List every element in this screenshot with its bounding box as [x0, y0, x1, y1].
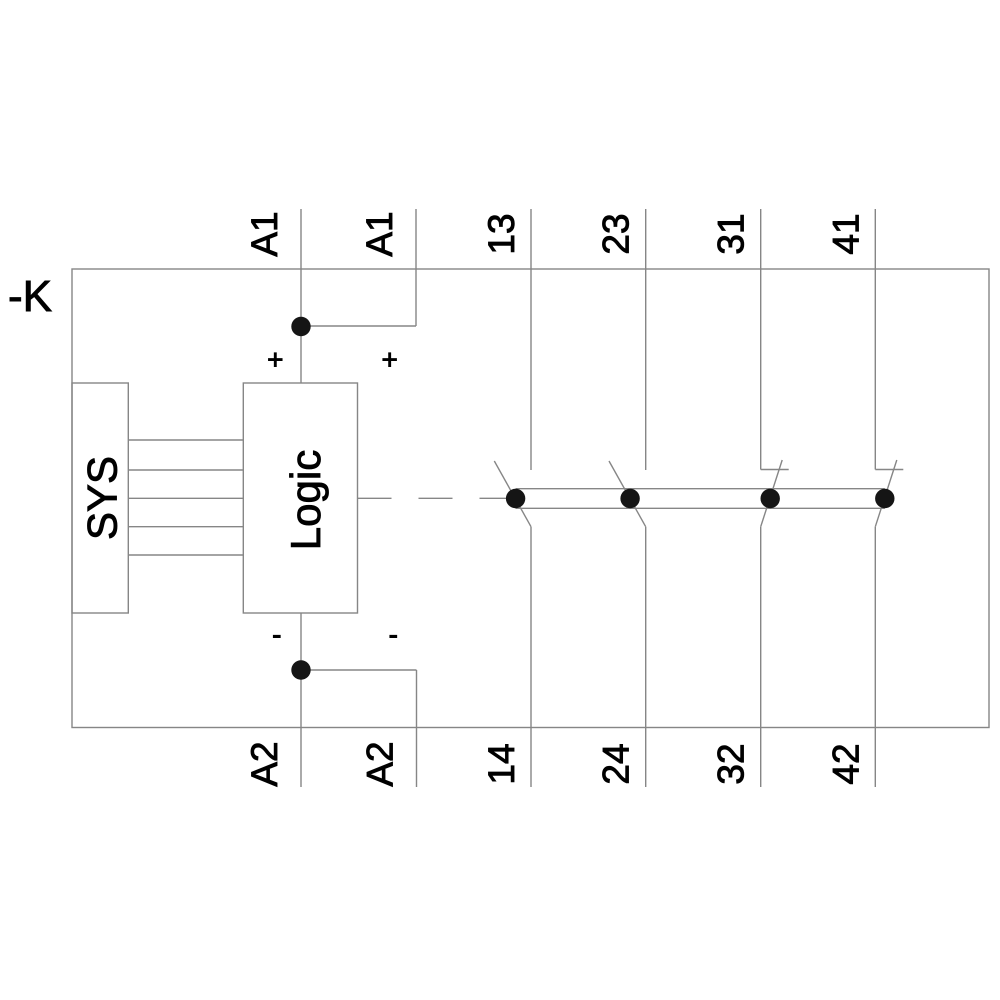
contact-dot-31: [760, 488, 780, 509]
contact-dot-41: [875, 488, 895, 509]
coil-line-a1-right: [301, 209, 417, 327]
polarity-plus-left: +: [267, 344, 283, 375]
terminal-label-13: 13: [481, 213, 522, 254]
terminal-label-23: 23: [596, 213, 637, 254]
terminal-label-a1-right: A1: [359, 211, 400, 256]
junction-dot-a1: [291, 316, 311, 337]
terminal-label-32: 32: [711, 743, 752, 784]
terminal-label-a2-left: A2: [244, 741, 285, 786]
terminal-label-41: 41: [825, 213, 866, 254]
terminal-label-31: 31: [711, 213, 752, 254]
polarity-minus-left: -: [272, 619, 281, 650]
terminal-label-a1-left: A1: [244, 211, 285, 256]
terminal-label-24: 24: [596, 743, 637, 784]
terminal-label-a2-right: A2: [360, 741, 401, 786]
device-designation: -K: [8, 272, 52, 321]
sys-logic-connection-lines: [128, 439, 244, 556]
sys-block-label: SYS: [79, 456, 126, 540]
terminal-label-42: 42: [825, 743, 866, 784]
polarity-plus-right: +: [382, 344, 398, 375]
coil-line-a2-right: [301, 669, 418, 787]
polarity-minus-right: -: [389, 619, 398, 650]
junction-dot-a2: [291, 660, 311, 680]
contact-dot-23: [620, 488, 640, 509]
logic-block-label: Logic: [282, 450, 329, 550]
contact-dot-13: [505, 488, 526, 509]
terminal-label-14: 14: [481, 743, 522, 784]
